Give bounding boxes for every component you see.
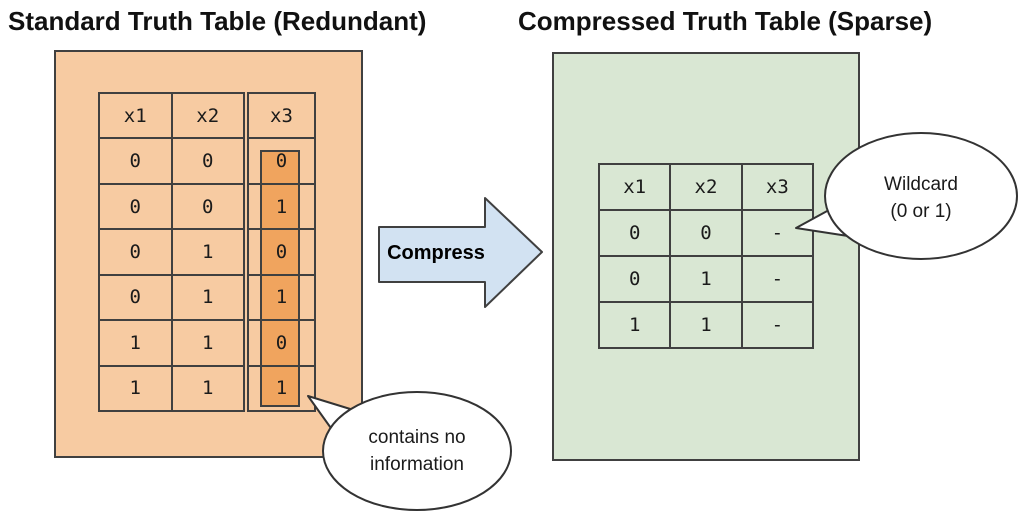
standard-truth-table-x3: x3 0 1 0 1 0 1 [247, 91, 316, 413]
table-row: 1 [247, 182, 316, 231]
cell: 0 [170, 182, 245, 231]
compressed-table-area: x1 x2 x3 0 0 - 0 1 - 1 1 - [597, 163, 815, 349]
left-diagram-title: Standard Truth Table (Redundant) [8, 6, 427, 36]
cell: 0 [247, 228, 316, 276]
cell: 1 [170, 273, 245, 322]
table-row: 0 0 [98, 137, 245, 185]
table-row: 0 0 [98, 182, 245, 231]
table-row: 1 [247, 364, 316, 413]
wildcard-callout-line1: Wildcard [884, 174, 958, 195]
table-row: 0 [247, 137, 316, 185]
cell: 0 [98, 273, 173, 322]
right-diagram-title: Compressed Truth Table (Sparse) [518, 6, 933, 36]
table-row: x3 [247, 91, 316, 140]
table-row: 0 1 - [597, 255, 815, 303]
header-cell: x2 [170, 91, 245, 140]
table-row: 0 [247, 319, 316, 367]
cell: 1 [170, 228, 245, 276]
cell: 1 [597, 301, 672, 349]
cell: 0 [170, 137, 245, 185]
table-row: 1 1 [98, 364, 245, 413]
header-cell: x3 [740, 163, 815, 211]
table-row: 0 1 [98, 228, 245, 276]
cell: 0 [247, 137, 316, 185]
compressed-truth-table: x1 x2 x3 0 0 - 0 1 - 1 1 - [597, 163, 815, 349]
cell: 1 [98, 364, 173, 413]
standard-truth-table-x1-x2: x1 x2 0 0 0 0 0 1 0 1 [98, 91, 245, 413]
cell: 1 [247, 273, 316, 322]
wildcard-callout-line2: (0 or 1) [890, 201, 952, 222]
table-row: 0 [247, 228, 316, 276]
cell: 1 [669, 301, 743, 349]
header-cell: x1 [98, 91, 173, 140]
cell: 0 [247, 319, 316, 367]
table-row: 0 1 [98, 273, 245, 322]
header-cell: x1 [597, 163, 672, 211]
table-row: 1 1 [98, 319, 245, 367]
cell: 1 [170, 364, 245, 413]
wildcard-callout-text: Wildcard (0 or 1) [821, 171, 1021, 225]
header-cell: x3 [247, 91, 316, 140]
cell: 0 [98, 182, 173, 231]
table-row: 1 [247, 273, 316, 322]
compressed-table-panel: x1 x2 x3 0 0 - 0 1 - 1 1 - [552, 52, 860, 461]
cell: 1 [669, 255, 743, 303]
standard-table-area: x1 x2 0 0 0 0 0 1 0 1 [98, 91, 316, 413]
header-cell: x2 [669, 163, 743, 211]
table-row: x1 x2 x3 [597, 163, 815, 211]
cell: 1 [247, 364, 316, 413]
noinfo-callout-line1: contains no [368, 427, 466, 448]
cell: 0 [98, 137, 173, 185]
cell: 0 [597, 209, 672, 257]
cell: 0 [98, 228, 173, 276]
table-row: 0 0 - [597, 209, 815, 257]
table-row: x1 x2 [98, 91, 245, 140]
wildcard-cell: - [740, 255, 815, 303]
wildcard-cell: - [740, 209, 815, 257]
cell: 1 [98, 319, 173, 367]
noinfo-callout-text: contains no information [317, 424, 517, 478]
standard-table-panel: x1 x2 0 0 0 0 0 1 0 1 [54, 50, 363, 458]
cell: 1 [247, 182, 316, 231]
cell: 1 [170, 319, 245, 367]
compress-arrow-label: Compress [387, 242, 485, 264]
noinfo-callout-line2: information [370, 454, 464, 475]
cell: 0 [597, 255, 672, 303]
wildcard-cell: - [740, 301, 815, 349]
cell: 0 [669, 209, 743, 257]
table-row: 1 1 - [597, 301, 815, 349]
